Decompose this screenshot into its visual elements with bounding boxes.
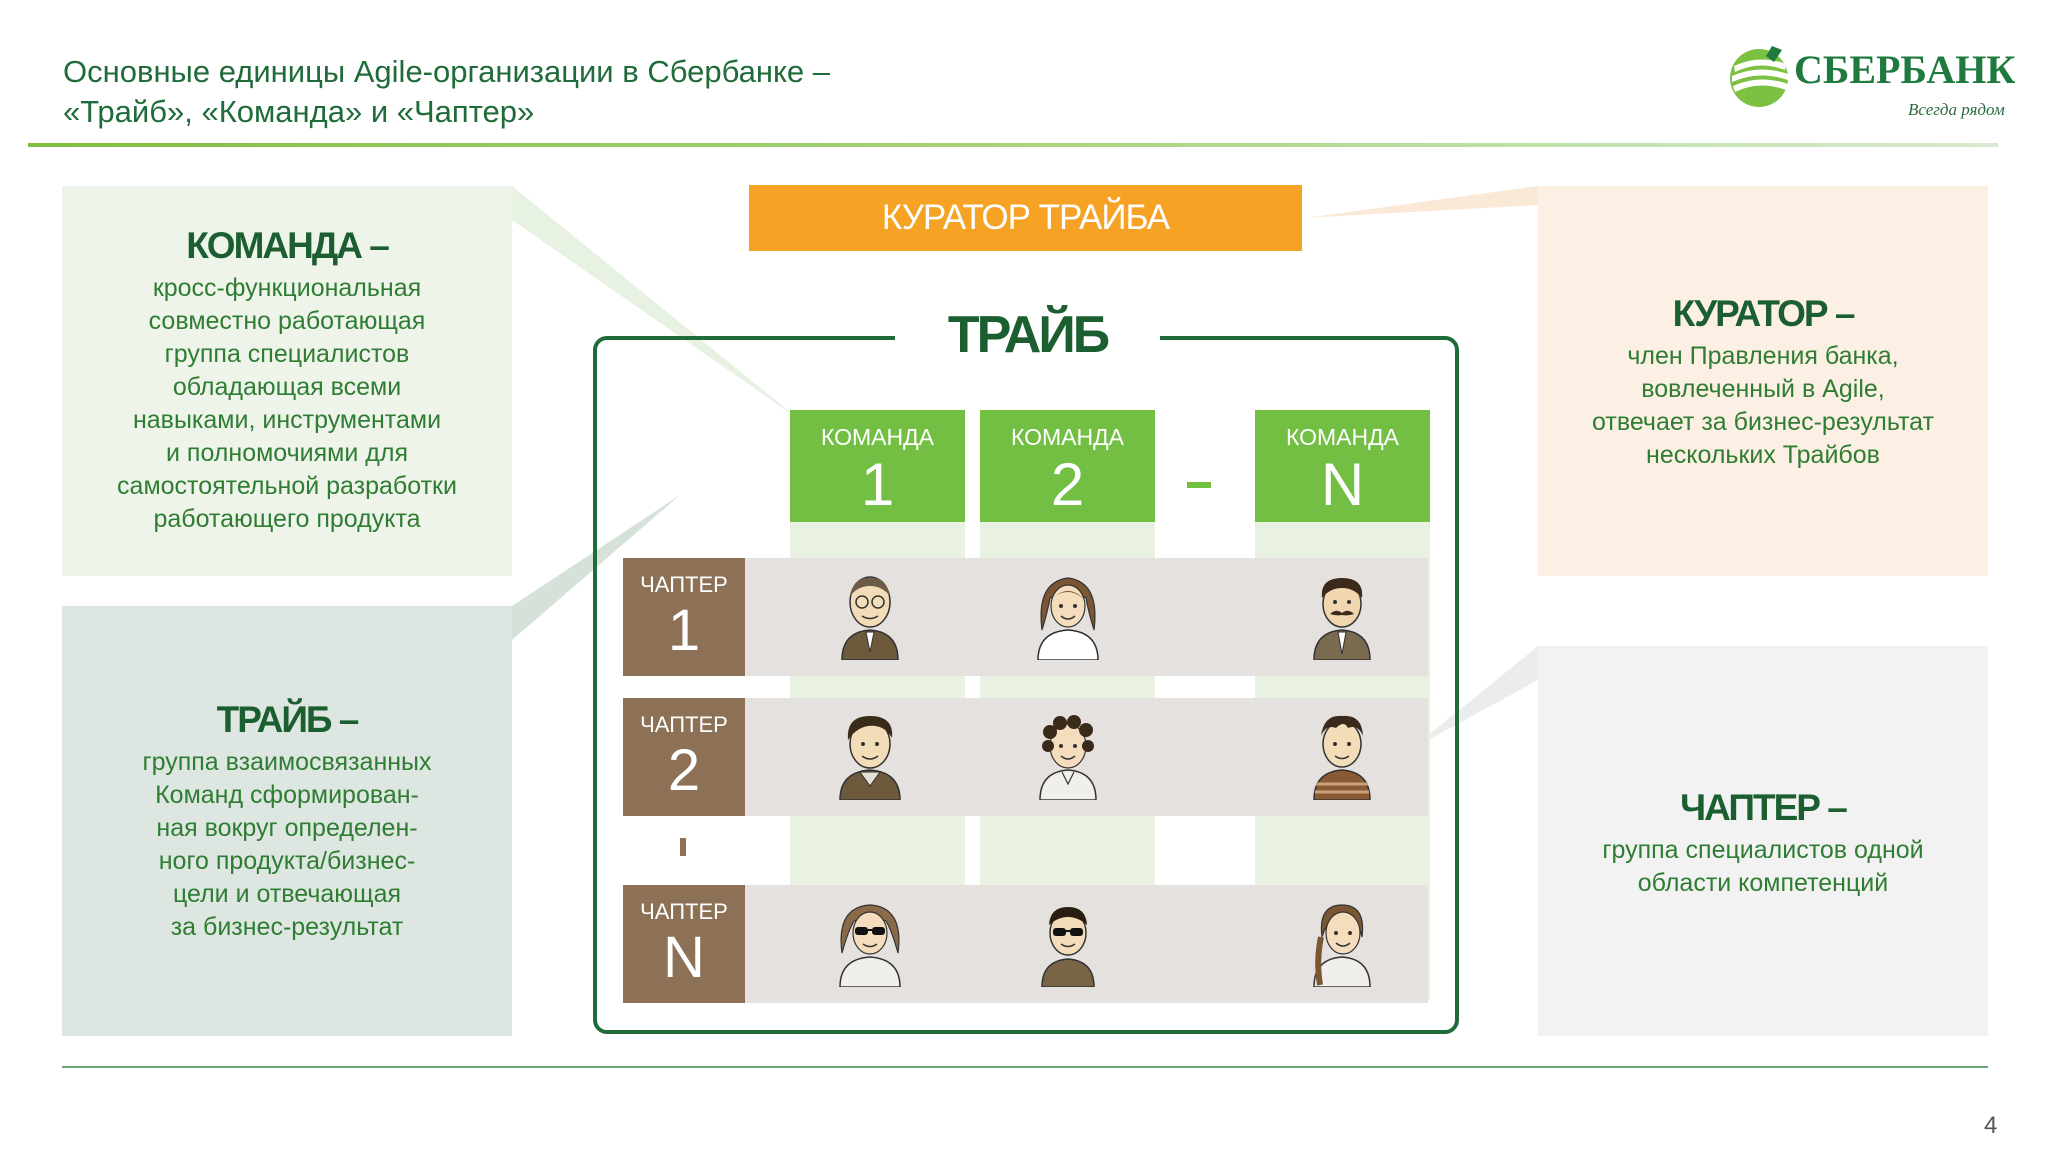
chapter-header-number: 1 bbox=[667, 598, 701, 663]
curator-definition-panel: КУРАТОР – член Правления банка, вовлечен… bbox=[1538, 186, 1988, 576]
person-long-hair-icon bbox=[1037, 577, 1099, 660]
team-header-2: КОМАНДА 2 bbox=[980, 410, 1155, 522]
teams-ellipsis-dash bbox=[1187, 482, 1211, 488]
logo-slogan: Всегда рядом bbox=[1908, 100, 2005, 119]
chapter-header-2: ЧАПТЕР 2 bbox=[623, 698, 745, 816]
chapter-row-1 bbox=[623, 558, 1428, 676]
chapter-header-number: N bbox=[663, 925, 705, 990]
chapter-header-1: ЧАПТЕР 1 bbox=[623, 558, 745, 676]
chapter-callout-pointer bbox=[1410, 646, 1538, 750]
chapters-ellipsis-dash bbox=[680, 838, 686, 856]
tribe-definition-text: группа взаимосвязанных Команд сформирова… bbox=[142, 748, 432, 941]
team-callout-pointer bbox=[512, 186, 800, 420]
person-short-hair-icon bbox=[839, 716, 901, 800]
curator-definition-heading: КУРАТОР – bbox=[1672, 293, 1856, 334]
curator-callout-pointer bbox=[1305, 186, 1538, 218]
team-definition-text: кросс-функциональная совместно работающа… bbox=[117, 274, 457, 533]
person-glasses-icon bbox=[841, 576, 899, 660]
header-divider bbox=[28, 143, 1998, 147]
chapter-definition-heading: ЧАПТЕР – bbox=[1680, 787, 1848, 828]
team-header-number: N bbox=[1320, 451, 1365, 518]
chapter-row-2 bbox=[623, 698, 1428, 816]
logo-wordmark: СБЕРБАНК bbox=[1794, 47, 2016, 92]
person-sunglasses-icon bbox=[839, 904, 901, 987]
team-header-number: 2 bbox=[1050, 451, 1085, 518]
person-striped-shirt-icon bbox=[1313, 715, 1371, 800]
chapter-definition-panel: ЧАПТЕР – группа специалистов одной облас… bbox=[1538, 646, 1988, 1036]
chapter-row-n bbox=[623, 885, 1428, 1003]
chapter-header-n: ЧАПТЕР N bbox=[623, 885, 745, 1003]
person-braid-icon bbox=[1313, 904, 1371, 987]
tribe-curator-bar: КУРАТОР ТРАЙБА bbox=[749, 185, 1302, 251]
chapter-header-number: 2 bbox=[667, 738, 701, 803]
team-header-label: КОМАНДА bbox=[1285, 424, 1400, 450]
team-header-n: КОМАНДА N bbox=[1255, 410, 1430, 522]
sberbank-logo-icon bbox=[1730, 46, 1788, 107]
sberbank-logo: СБЕРБАНК Всегда рядом bbox=[1728, 40, 2028, 130]
chapter-header-label: ЧАПТЕР bbox=[640, 899, 728, 924]
page-number: 4 bbox=[1984, 1112, 1998, 1139]
team-header-label: КОМАНДА bbox=[1010, 424, 1125, 450]
chapter-definition-text: группа специалистов одной области компет… bbox=[1602, 836, 1924, 897]
tribe-definition-panel: ТРАЙБ – группа взаимосвязанных Команд сф… bbox=[62, 606, 512, 1036]
person-sunglasses-short-icon bbox=[1041, 907, 1095, 987]
team-header-label: КОМАНДА bbox=[820, 424, 935, 450]
team-header-1: КОМАНДА 1 bbox=[790, 410, 965, 522]
team-header-number: 1 bbox=[860, 451, 895, 518]
person-mustache-icon bbox=[1313, 578, 1371, 660]
team-definition-heading: КОМАНДА – bbox=[186, 225, 390, 266]
team-definition-panel: КОМАНДА – кросс-функциональная совместно… bbox=[62, 186, 512, 576]
person-curly-hair-icon bbox=[1039, 715, 1097, 800]
slide-title: Основные единицы Agile-организации в Сбе… bbox=[63, 54, 831, 129]
chapter-header-label: ЧАПТЕР bbox=[640, 572, 728, 597]
footer-divider bbox=[62, 1066, 1988, 1068]
chapter-header-label: ЧАПТЕР bbox=[640, 712, 728, 737]
tribe-title: ТРАЙБ bbox=[895, 300, 1160, 370]
curator-definition-text: член Правления банка, вовлеченный в Agil… bbox=[1592, 342, 1934, 469]
tribe-definition-heading: ТРАЙБ – bbox=[216, 699, 360, 740]
